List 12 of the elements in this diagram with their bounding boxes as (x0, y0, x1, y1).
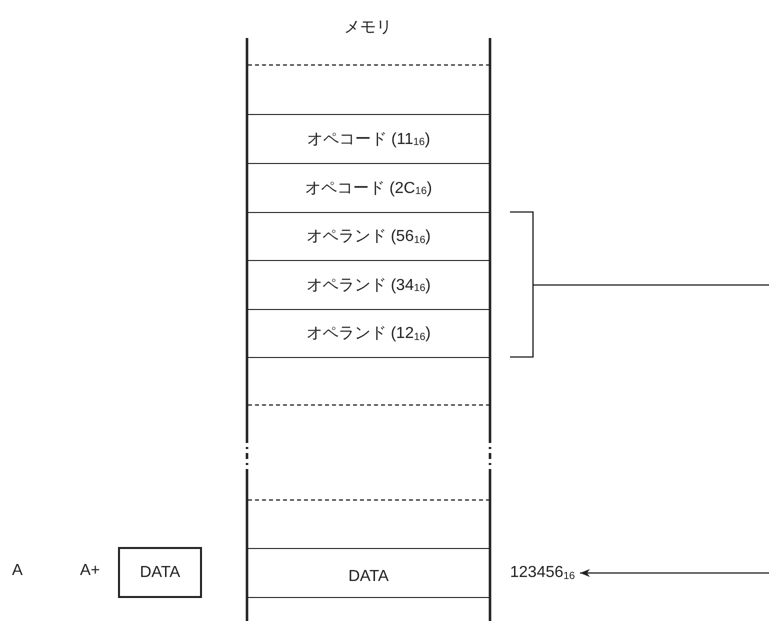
address-label: A (12, 562, 23, 580)
memory-cell: オペランド (56$_{16}$) (248, 212, 489, 261)
arrow (580, 569, 769, 577)
memory-cell: オペランド (12$_{16}$) (248, 309, 489, 358)
value-text: 123456$_{16}$ (510, 562, 600, 584)
memory-cell: オペコード (11$_{16}$) (248, 114, 489, 164)
column-title: メモリ (343, 18, 393, 38)
address-label: A+ (80, 562, 100, 580)
memory-cell: オペコード (2C$_{16}$) (248, 163, 489, 213)
register-box: DATA (118, 547, 202, 598)
memory-cell: DATA (248, 548, 489, 598)
memory-cell: オペランド (34$_{16}$) (248, 260, 489, 310)
